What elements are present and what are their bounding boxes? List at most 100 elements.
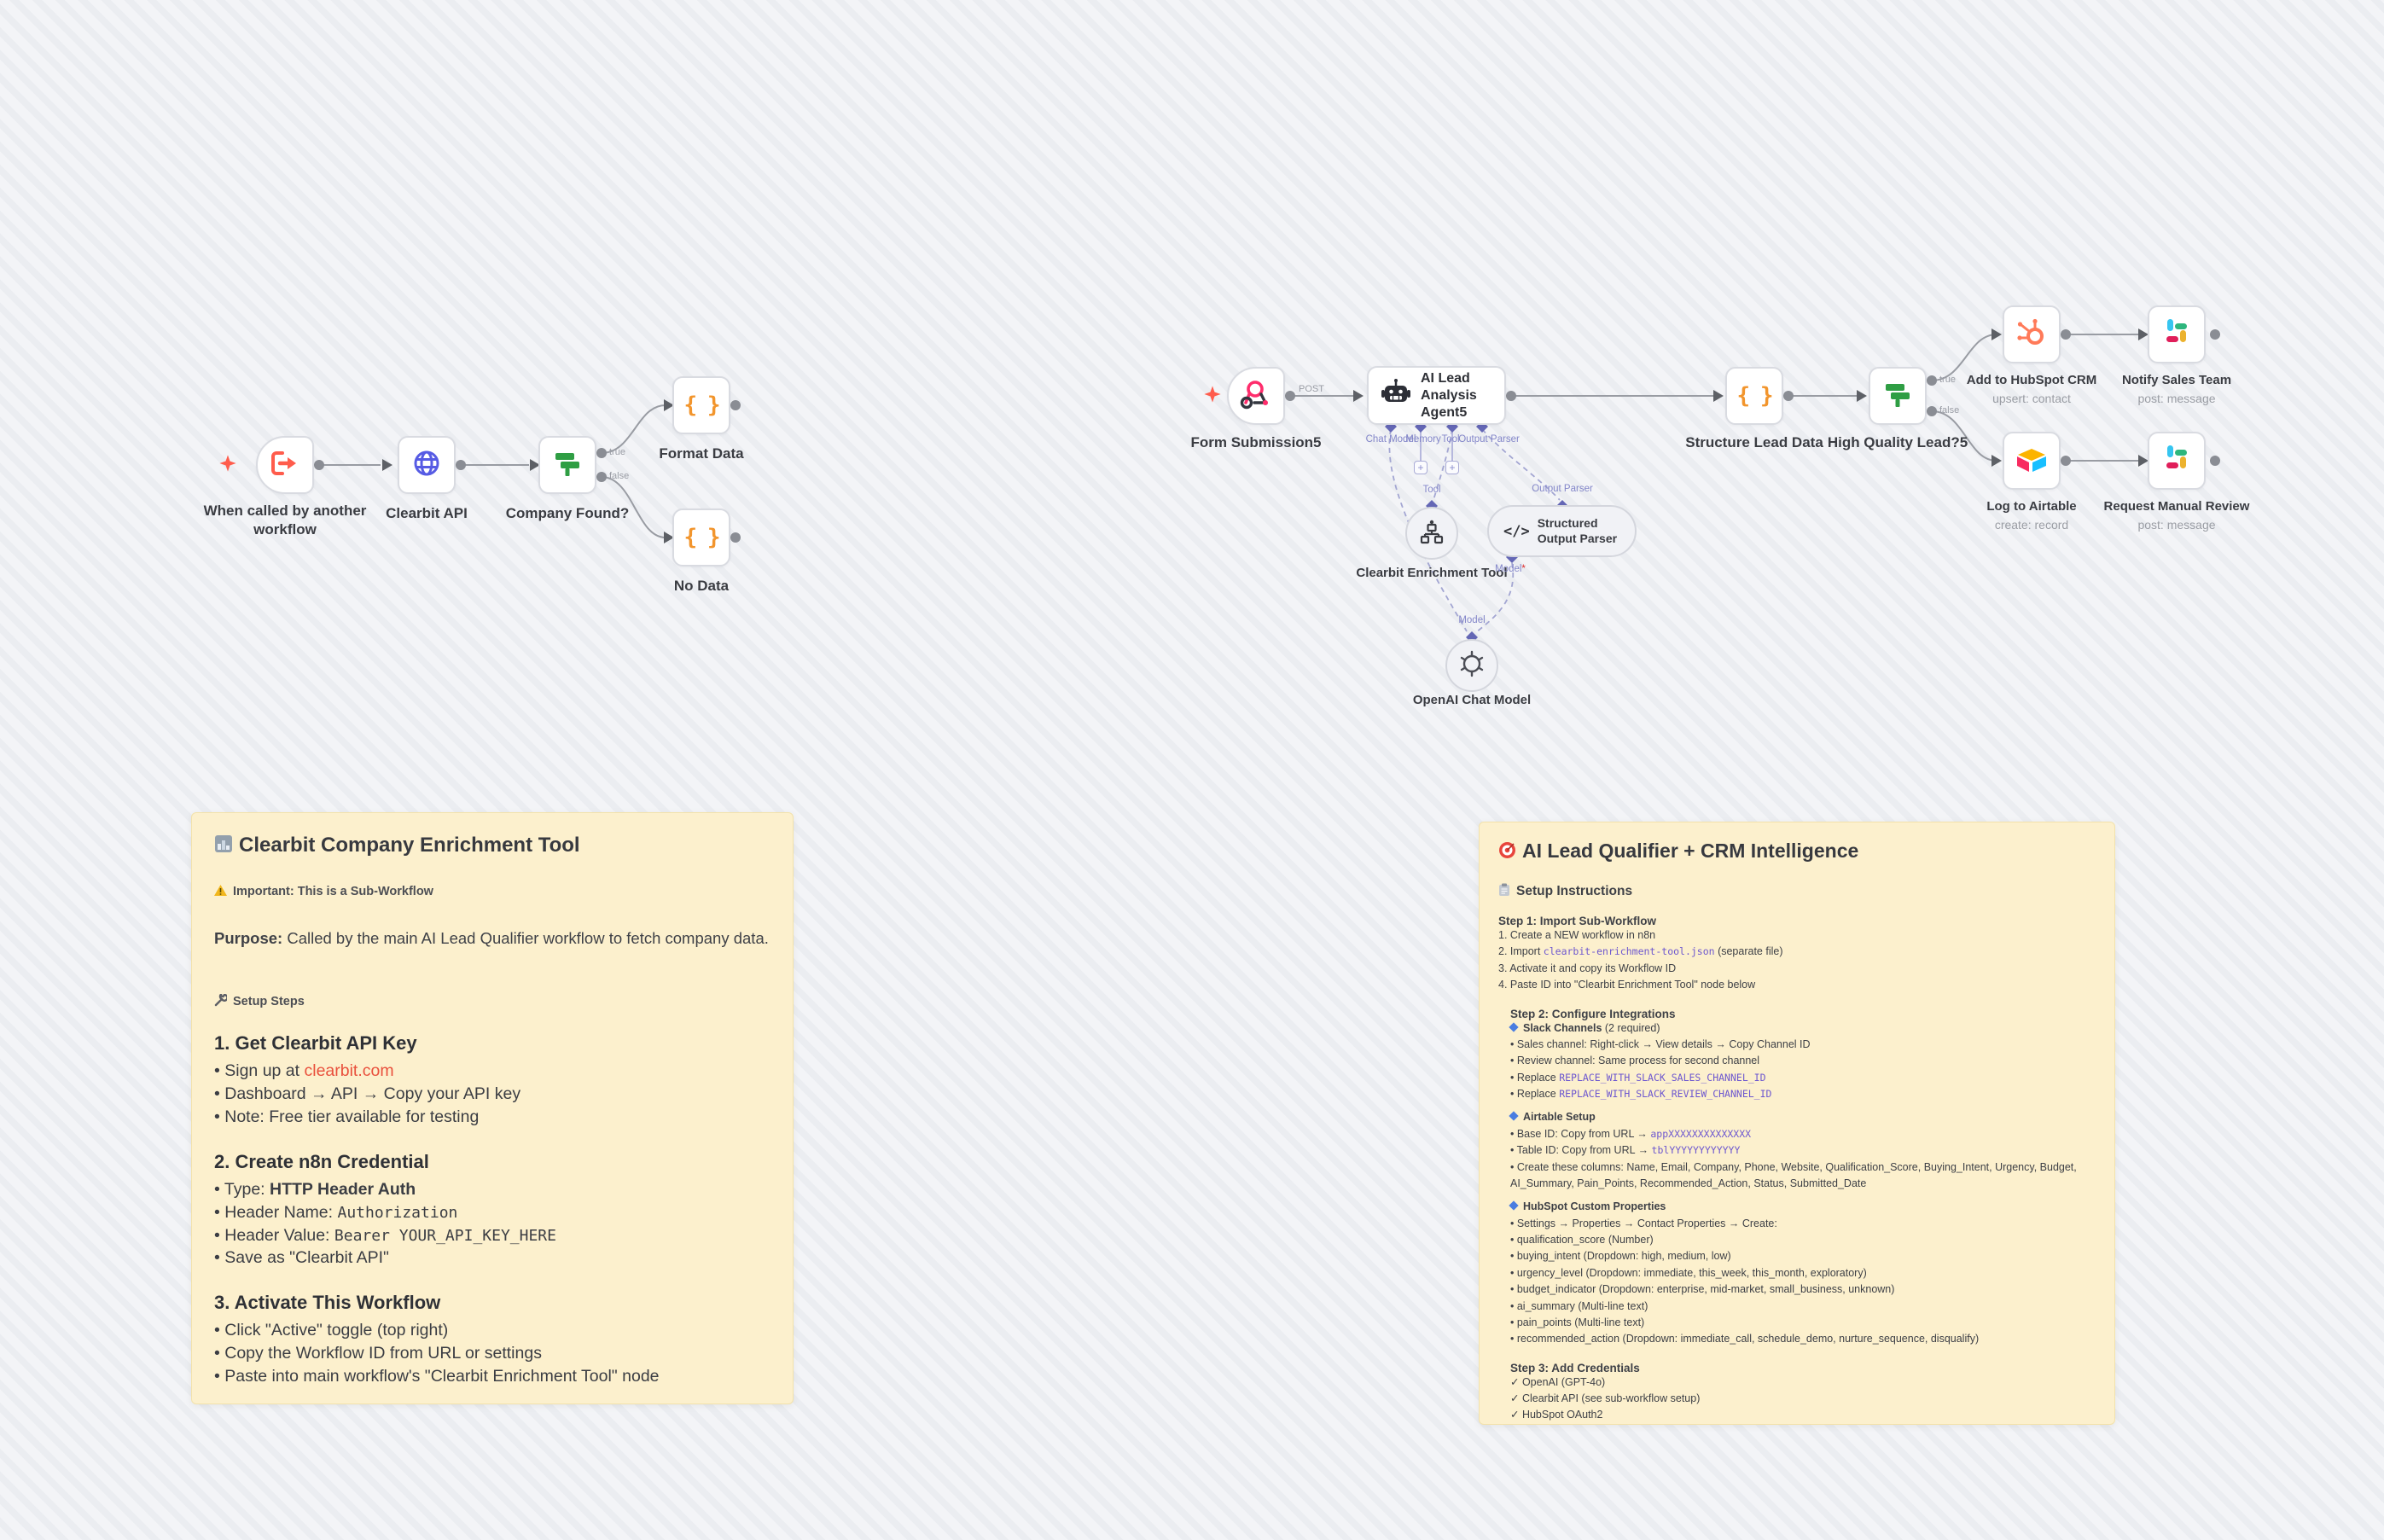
node-structured-output-parser[interactable]: </> Structured Output Parser: [1487, 505, 1637, 557]
braces-icon: { }: [683, 525, 721, 550]
step-3-header: Step 3: Add Credentials: [1510, 1361, 1640, 1374]
step-2-header: Step 2: Configure Integrations: [1510, 1007, 1676, 1020]
node-structure-lead-data[interactable]: { }: [1725, 367, 1783, 425]
list-item: • Header Value: Bearer YOUR_API_KEY_HERE: [214, 1225, 556, 1245]
list-item: 1. Create a NEW workflow in n8n: [1498, 929, 1656, 941]
node-subtitle: post: message: [2137, 392, 2216, 405]
node-no-data[interactable]: { }: [672, 508, 730, 567]
slack-icon: [2161, 444, 2192, 479]
credential-item: ✓ Clearbit API (see sub-workflow setup): [1510, 1392, 1701, 1404]
code-brackets-icon: </>: [1503, 522, 1530, 540]
blue-diamond-icon: [1509, 1200, 1519, 1211]
node-label: No Data: [673, 578, 730, 594]
sticky-note-clearbit-tool[interactable]: Clearbit Company Enrichment Tool Importa…: [191, 812, 794, 1404]
webhook-icon: [1240, 378, 1272, 415]
node-request-manual-review[interactable]: [2148, 432, 2206, 490]
globe-icon: [411, 448, 442, 483]
airtable-icon: [2015, 445, 2048, 478]
airtable-setup-header: Airtable Setup: [1509, 1109, 2096, 1125]
node-when-called-by-another-workflow[interactable]: [256, 436, 314, 494]
node-label: Notify Sales Team: [2121, 373, 2232, 387]
list-item: • Header Name: Authorization: [214, 1202, 458, 1222]
hubspot-properties-header: HubSpot Custom Properties: [1509, 1199, 2096, 1215]
node-label: OpenAI Chat Model: [1412, 693, 1532, 707]
list-item: 3. Activate it and copy its Workflow ID: [1498, 962, 1677, 974]
list-item: • ai_summary (Multi-line text): [1510, 1299, 1648, 1312]
list-item: • Dashboard → API → Copy your API key: [214, 1084, 521, 1103]
step-1-header: 1. Get Clearbit API Key: [214, 1032, 417, 1054]
node-label: Request Manual Review: [2103, 499, 2250, 514]
blue-diamond-icon: [1509, 1021, 1519, 1032]
if-filter-icon: [552, 448, 583, 483]
list-item: • Replace REPLACE_WITH_SLACK_SALES_CHANN…: [1510, 1071, 1766, 1084]
list-item: • urgency_level (Dropdown: immediate, th…: [1510, 1266, 1867, 1279]
tool-port-label: Tool: [1422, 485, 1441, 495]
execute-workflow-trigger-icon: [270, 448, 300, 483]
list-item: • pain_points (Multi-line text): [1510, 1316, 1645, 1328]
list-item: • buying_intent (Dropdown: high, medium,…: [1510, 1250, 1731, 1263]
list-item: • Note: Free tier available for testing: [214, 1107, 480, 1126]
output-false-label: false: [609, 471, 630, 481]
node-label: When called by another workflow: [203, 503, 367, 538]
clearbit-link[interactable]: clearbit.com: [304, 1061, 394, 1080]
node-log-to-airtable[interactable]: [2003, 432, 2061, 490]
node-label: Structure Lead Data: [1685, 434, 1823, 450]
list-item: • Settings → Properties → Contact Proper…: [1510, 1217, 1777, 1229]
slack-channels-header: Slack Channels (2 required): [1509, 1020, 2096, 1037]
list-item: 4. Paste ID into "Clearbit Enrichment To…: [1498, 979, 1756, 991]
node-label: Add to HubSpot CRM: [1966, 373, 2097, 387]
node-ai-lead-analysis-agent[interactable]: AI Lead Analysis Agent5: [1367, 366, 1506, 425]
list-item: • Create these columns: Name, Email, Com…: [1510, 1160, 2077, 1189]
list-item: • Replace REPLACE_WITH_SLACK_REVIEW_CHAN…: [1510, 1088, 1772, 1100]
step-2-header: 2. Create n8n Credential: [214, 1150, 429, 1172]
port-tool-label: Tool: [1441, 434, 1460, 445]
credential-item: ✓ OpenAI (GPT-4o): [1510, 1375, 1606, 1388]
node-label: Log to Airtable: [1986, 499, 2077, 514]
sticky-note-ai-lead-qualifier[interactable]: AI Lead Qualifier + CRM Intelligence Set…: [1479, 822, 2115, 1425]
node-company-found[interactable]: [538, 436, 596, 494]
warning-icon: [214, 885, 227, 900]
model-port-label: Model*: [1495, 564, 1526, 574]
bar-chart-icon: [214, 834, 233, 859]
braces-icon: { }: [1736, 383, 1774, 409]
list-item: • Table ID: Copy from URL → tblYYYYYYYYY…: [1510, 1144, 1741, 1157]
add-memory-button[interactable]: +: [1414, 461, 1427, 474]
list-item: • Paste into main workflow's "Clearbit E…: [214, 1367, 660, 1386]
node-label: Company Found?: [505, 505, 630, 521]
hubspot-icon: [2015, 317, 2048, 353]
add-tool-button[interactable]: +: [1445, 461, 1459, 474]
node-format-data[interactable]: { }: [672, 376, 730, 434]
node-label: Clearbit API: [386, 505, 468, 521]
wrench-icon: [214, 992, 229, 1010]
braces-icon: { }: [683, 392, 721, 418]
list-item: • Sales channel: Right-click → View deta…: [1510, 1037, 1811, 1050]
setup-steps-header: Setup Steps: [214, 992, 770, 1010]
output-false-label: false: [1939, 405, 1960, 416]
sticky-title: AI Lead Qualifier + CRM Intelligence: [1498, 840, 2096, 864]
output-true-label: true: [1939, 375, 1956, 385]
node-form-submission[interactable]: [1227, 367, 1285, 425]
node-subtitle: upsert: contact: [1992, 392, 2071, 405]
node-add-to-hubspot[interactable]: [2003, 305, 2061, 363]
node-clearbit-api[interactable]: [398, 436, 456, 494]
output-parser-port-label: Output Parser: [1532, 484, 1593, 494]
sticky-purpose: Purpose: Called by the main AI Lead Qual…: [214, 929, 769, 947]
target-icon: [1498, 841, 1516, 864]
execution-sparkle-icon: [218, 454, 237, 477]
list-item: • recommended_action (Dropdown: immediat…: [1510, 1333, 1980, 1345]
node-notify-sales-team[interactable]: [2148, 305, 2206, 363]
slack-icon: [2161, 317, 2192, 352]
port-memory-label: Memory: [1405, 434, 1441, 445]
node-subtitle: create: record: [1994, 518, 2069, 532]
list-item: 2. Import clearbit-enrichment-tool.json …: [1498, 945, 1783, 958]
output-true-label: true: [609, 447, 625, 457]
node-openai-chat-model[interactable]: [1445, 639, 1498, 692]
node-clearbit-enrichment-tool[interactable]: [1405, 507, 1458, 560]
execution-sparkle-icon: [1203, 385, 1222, 408]
node-high-quality-lead[interactable]: [1869, 367, 1927, 425]
sticky-warning: Important: This is a Sub-Workflow: [214, 885, 770, 900]
port-chat-model-label: Chat Model: [1365, 434, 1416, 445]
list-item: • Copy the Workflow ID from URL or setti…: [214, 1344, 542, 1363]
list-item: • Sign up at clearbit.com: [214, 1061, 394, 1080]
